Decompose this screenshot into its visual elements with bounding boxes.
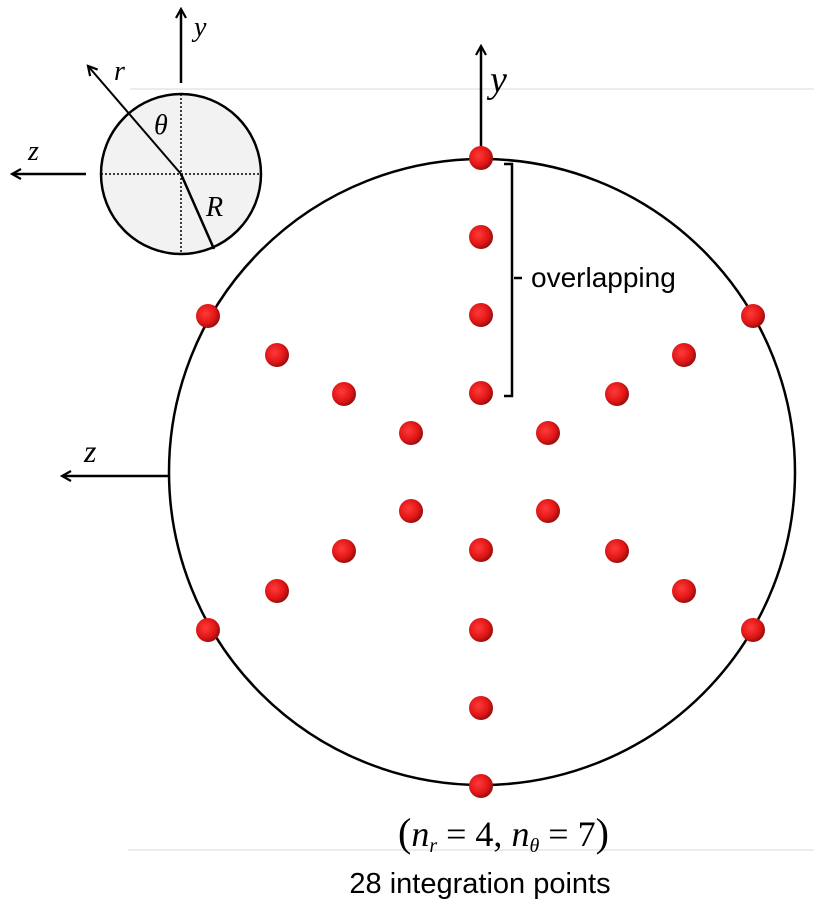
integration-point [741, 304, 765, 328]
integration-point [399, 499, 423, 523]
integration-point [399, 421, 423, 445]
section-circle [167, 157, 797, 787]
integration-points [196, 146, 765, 798]
integration-point [672, 343, 696, 367]
paren-open: ( [398, 810, 411, 855]
overlapping-bracket [504, 162, 514, 398]
integration-point [741, 618, 765, 642]
integration-point [469, 146, 493, 170]
paren-close: ) [596, 810, 609, 855]
z-axis-label: z [83, 433, 97, 469]
integration-point [536, 421, 560, 445]
integration-point [469, 381, 493, 405]
nr-symbol: n [411, 814, 429, 854]
r-axis-arrow [88, 66, 182, 175]
integration-point [469, 225, 493, 249]
parameters-caption: (nr = 4, nθ = 7) [398, 810, 609, 857]
ntheta-value: = 7 [539, 814, 595, 854]
theta-label: θ [154, 110, 168, 141]
inset-cross-section: y z r θ R [12, 9, 263, 256]
nr-subscript: r [429, 835, 437, 857]
integration-point [332, 382, 356, 406]
integration-point [672, 579, 696, 603]
ntheta-subscript: θ [529, 835, 539, 857]
integration-point [265, 579, 289, 603]
ntheta-symbol: n [511, 814, 529, 854]
integration-point [469, 618, 493, 642]
integration-point [469, 774, 493, 798]
integration-point [265, 343, 289, 367]
integration-point [605, 382, 629, 406]
inset-y-label: y [191, 12, 207, 43]
integration-point [469, 303, 493, 327]
integration-point [469, 538, 493, 562]
y-axis-label: y [486, 59, 507, 101]
overlapping-label: overlapping [531, 262, 676, 293]
integration-point [196, 304, 220, 328]
radius-line [179, 173, 216, 250]
integration-point [332, 539, 356, 563]
integration-point [196, 618, 220, 642]
integration-point [469, 696, 493, 720]
r-label: r [114, 56, 125, 87]
nr-value: = 4, [437, 814, 511, 854]
integration-point [536, 499, 560, 523]
integration-point [605, 539, 629, 563]
radius-label: R [205, 192, 223, 223]
points-count-caption: 28 integration points [349, 868, 610, 900]
inset-z-label: z [27, 136, 39, 167]
